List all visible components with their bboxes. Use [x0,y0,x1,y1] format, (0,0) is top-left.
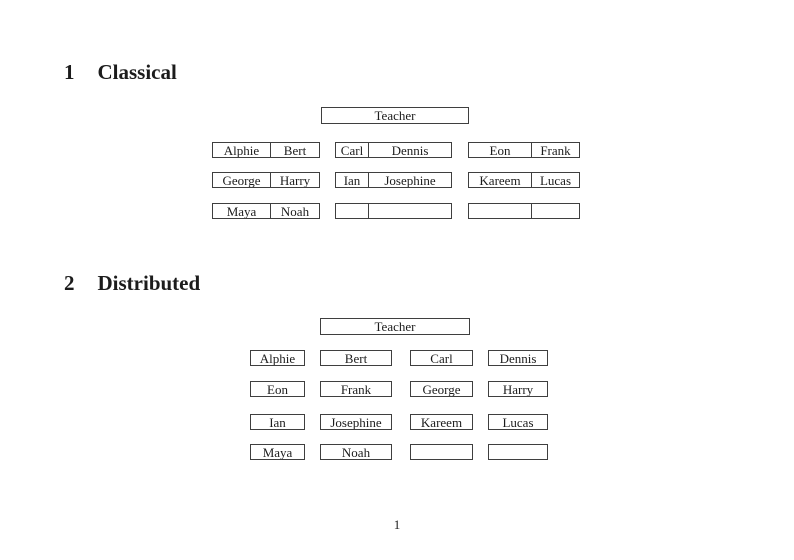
seat-label: Kareem [479,173,521,187]
seat-label: Ian [343,173,361,187]
seat-label: Dennis [368,143,451,157]
desk-single: Ian [250,414,305,430]
desk-single [488,444,548,460]
desk-single: Carl [410,350,473,366]
seat-label [336,204,368,218]
seat-label: Bert [270,143,319,157]
desk-single: Frank [320,381,392,397]
desk-single [410,444,473,460]
desk-two-seat: George Harry [212,172,320,188]
seat-label: Harry [270,173,319,187]
teacher-box: Teacher [321,107,469,124]
seat-label: Alphie [223,143,260,157]
desk-two-seat: Maya Noah [212,203,320,219]
section-heading-distributed: 2 Distributed [64,273,200,294]
seat-label [531,204,579,218]
seat-label [469,204,531,218]
desk-single: Harry [488,381,548,397]
seat-label: Carl [340,143,364,157]
desk-two-seat [468,203,580,219]
seat-label: Frank [531,143,579,157]
desk-single: Lucas [488,414,548,430]
desk-single: Eon [250,381,305,397]
teacher-label: Teacher [374,319,416,334]
desk-single: Bert [320,350,392,366]
desk-single: Maya [250,444,305,460]
desk-single: Noah [320,444,392,460]
desk-two-seat: Eon Frank [468,142,580,158]
desk-single: George [410,381,473,397]
teacher-label: Teacher [374,108,416,123]
desk-single: Josephine [320,414,392,430]
seat-label: Josephine [368,173,451,187]
seat-label: Lucas [531,173,579,187]
teacher-box: Teacher [320,318,470,335]
desk-single: Kareem [410,414,473,430]
desk-two-seat: Alphie Bert [212,142,320,158]
seat-label: Noah [270,204,319,218]
seat-label: George [222,173,261,187]
seat-label: Eon [489,143,511,157]
section-title: Classical [97,60,177,84]
seat-label: Maya [226,204,257,218]
desk-single: Dennis [488,350,548,366]
seat-label [368,204,451,218]
section-number: 2 [64,271,75,295]
section-number: 1 [64,60,75,84]
section-title: Distributed [97,271,201,295]
section-heading-classical: 1 Classical [64,62,177,83]
desk-two-seat: Carl Dennis [335,142,452,158]
desk-two-seat: Kareem Lucas [468,172,580,188]
desk-two-seat [335,203,452,219]
desk-single: Alphie [250,350,305,366]
desk-two-seat: Ian Josephine [335,172,452,188]
page-number: 1 [393,517,401,532]
